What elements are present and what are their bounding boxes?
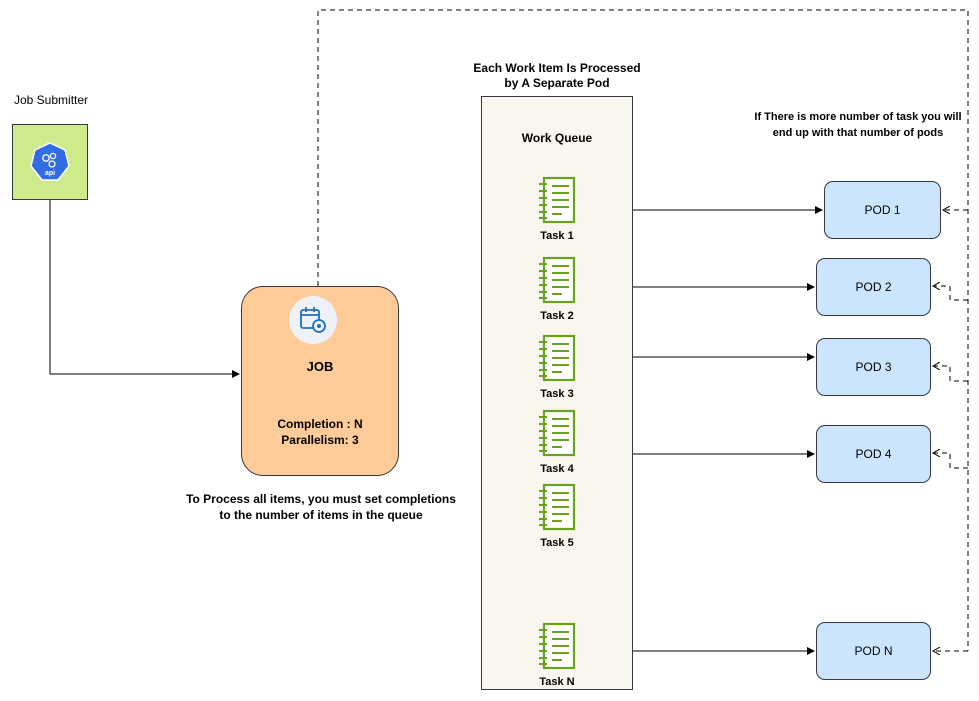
job-icon-circle [289, 296, 337, 344]
notebook-icon [539, 334, 576, 382]
dashed-feedback-loop [317, 9, 969, 651]
notebook-icon [539, 176, 576, 224]
kubernetes-api-icon: api [30, 142, 70, 181]
dashed-to-pod4 [933, 453, 968, 469]
pods-note-line2: end up with that number of pods [772, 127, 944, 139]
dashed-to-pod2 [933, 286, 968, 301]
notebook-icon [539, 256, 576, 304]
pods-note-line1: If There is more number of task you will [754, 111, 962, 123]
work-queue-title: Work Queue [521, 131, 593, 145]
completions-note-line1: To Process all items, you must set compl… [186, 492, 456, 506]
completions-note: To Process all items, you must set compl… [160, 491, 482, 523]
queue-heading-line1: Each Work Item Is Processed [473, 61, 641, 75]
pod-label: POD 1 [864, 203, 901, 217]
job-submitter-box[interactable]: api [12, 124, 88, 200]
job-completion: Completion : N [277, 417, 363, 431]
pod-label: POD 2 [855, 280, 892, 294]
pod-label: POD 4 [855, 447, 892, 461]
task-label: Task 5 [540, 537, 574, 549]
task-label: Task N [539, 676, 575, 688]
notebook-icon [539, 483, 576, 531]
svg-text:api: api [45, 170, 55, 177]
pod-1[interactable]: POD 1 [824, 181, 941, 239]
pod-2[interactable]: POD 2 [816, 258, 931, 316]
notebook-icon [539, 622, 576, 670]
completions-note-line2: to the number of items in the queue [219, 508, 423, 522]
task-label: Task 3 [540, 388, 574, 400]
notebook-icon [539, 409, 576, 457]
dashed-to-pod3 [933, 366, 968, 382]
pods-note: If There is more number of task you will… [738, 109, 978, 141]
submitter-to-job-arrow [49, 200, 240, 378]
queue-heading: Each Work Item Is Processed by A Separat… [452, 61, 662, 91]
task-label: Task 1 [540, 230, 574, 242]
pod-label: POD 3 [855, 360, 892, 374]
job-submitter-label: Job Submitter [14, 93, 89, 107]
pod-4[interactable]: POD 4 [816, 425, 931, 483]
job-parallelism: Parallelism: 3 [281, 433, 359, 447]
job-title: JOB [306, 359, 334, 374]
queue-heading-line2: by A Separate Pod [504, 76, 610, 90]
pod-n[interactable]: POD N [816, 622, 931, 680]
pod-label: POD N [854, 644, 893, 658]
task-label: Task 2 [540, 310, 574, 322]
task-label: Task 4 [540, 463, 574, 475]
pod-3[interactable]: POD 3 [816, 338, 931, 396]
job-settings-icon [300, 307, 326, 333]
